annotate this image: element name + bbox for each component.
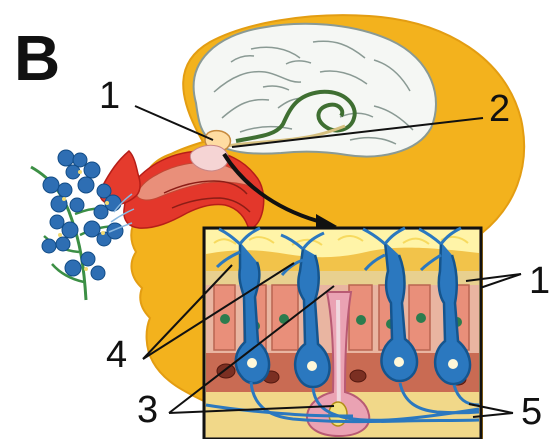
label-5: 5: [521, 393, 542, 431]
label-4: 4: [106, 336, 127, 374]
label-3: 3: [137, 391, 158, 429]
label-1-top: 1: [99, 77, 120, 115]
label-2: 2: [489, 90, 510, 128]
label-1-right: 1: [529, 262, 550, 300]
panel-letter: B: [14, 26, 60, 90]
flower: [31, 150, 123, 300]
